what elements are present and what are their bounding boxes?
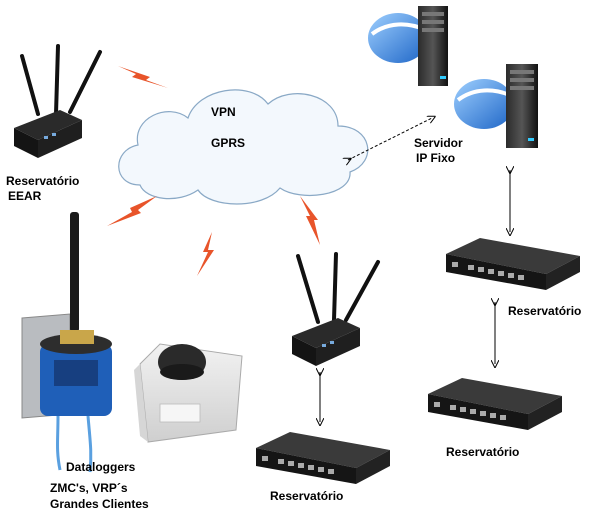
switch-label-right-top: Reservatório bbox=[508, 304, 582, 318]
cloud-label-vpn: VPN bbox=[211, 105, 236, 119]
lightning-icon bbox=[107, 66, 320, 276]
datalogger-icon bbox=[134, 343, 243, 443]
server-label-line2: IP Fixo bbox=[416, 151, 456, 165]
switch-icon bbox=[428, 378, 562, 430]
server-icon bbox=[368, 6, 448, 86]
router-label-line1: Reservatório bbox=[6, 174, 80, 188]
cloud-label-gprs: GPRS bbox=[211, 136, 246, 150]
dataloggers-label-line1: Dataloggers bbox=[66, 460, 136, 474]
cloud-icon bbox=[118, 89, 369, 205]
dataloggers-label-line3: Grandes Clientes bbox=[50, 497, 149, 511]
cloud-server-link bbox=[348, 118, 432, 160]
datalogger-icon bbox=[21, 212, 112, 473]
switch-icon bbox=[446, 238, 580, 290]
router-icon bbox=[14, 44, 102, 158]
switch-label-bottom-center: Reservatório bbox=[270, 489, 344, 503]
server-label-line1: Servidor bbox=[414, 136, 463, 150]
dataloggers-label-line2: ZMC's, VRP´s bbox=[50, 481, 128, 495]
router-label-line2: EEAR bbox=[8, 189, 42, 203]
switch-icon bbox=[256, 432, 390, 484]
switch-label-right-bottom: Reservatório bbox=[446, 445, 520, 459]
server-icon bbox=[454, 64, 538, 148]
router-icon bbox=[292, 252, 380, 366]
